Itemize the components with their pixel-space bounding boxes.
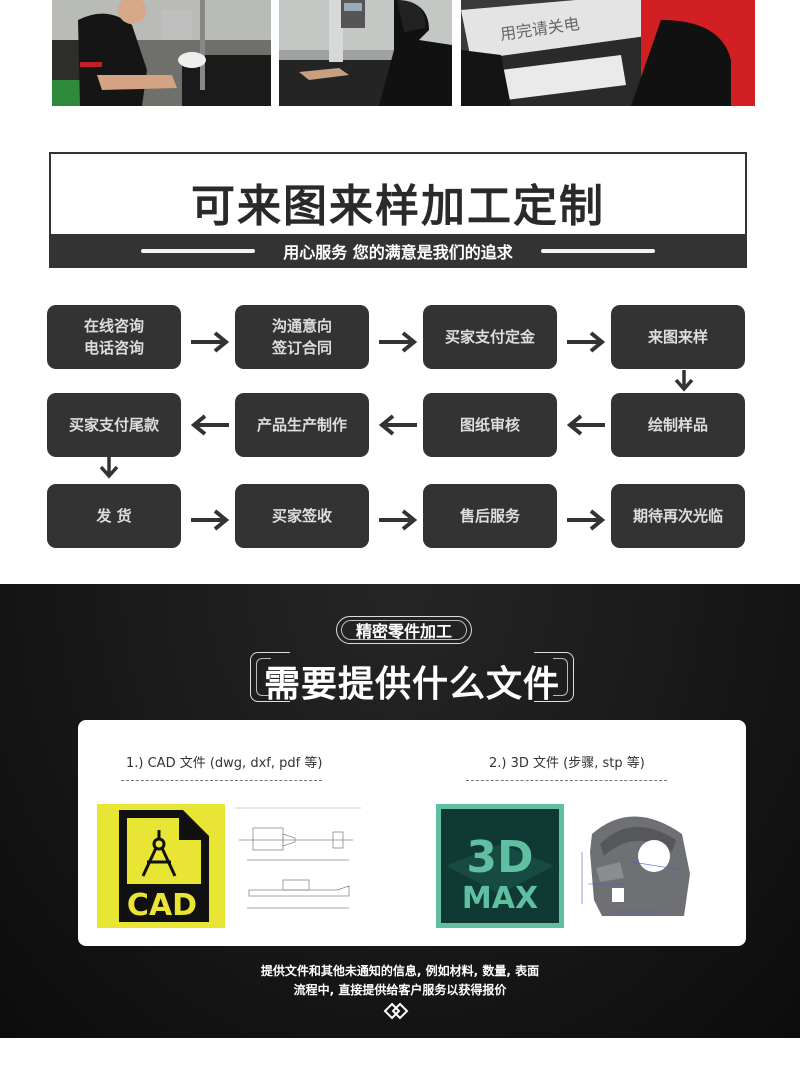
arrow-right-icon [379,331,418,353]
workshop-photo-2 [279,0,452,106]
dashed-divider [121,780,322,781]
photo-microscope-worker [52,0,271,106]
interlocking-diamonds-icon [383,1002,409,1020]
precision-parts-tag: 精密零件加工 [336,616,472,644]
arrow-right-icon [567,509,606,531]
arrow-down-icon [99,457,119,479]
cad-drawing-image [233,804,361,928]
flow-step-production: 产品生产制作 [235,393,369,457]
3d-file-label: 2.) 3D 文件 (步骤, stp 等) [489,756,645,771]
3d-max-icon-graphic: 3D MAX [436,804,564,928]
flow-step-receipt: 买家签收 [235,484,369,548]
flow-step-consult: 在线咨询 电话咨询 [47,305,181,369]
bracket-left-decoration [250,652,290,702]
flow-step-welcome-back: 期待再次光临 [611,484,745,548]
file-types-card: 1.) CAD 文件 (dwg, dxf, pdf 等) 2.) 3D 文件 (… [78,720,746,946]
flow-step-ship: 发 货 [47,484,181,548]
banner-subtitle: 用心服务 您的满意是我们的追求 [283,243,513,262]
section-title-frame: 需要提供什么文件 [250,652,574,705]
flow-step-samples: 来图来样 [611,305,745,369]
arrow-left-icon [566,414,605,436]
required-files-section: 精密零件加工 需要提供什么文件 1.) CAD 文件 (dwg, dxf, pd… [0,584,800,1038]
cad-icon-text: CAD [127,888,197,923]
flow-step-contract: 沟通意向 签订合同 [235,305,369,369]
arrow-left-icon [378,414,417,436]
bracket-right-decoration [534,652,574,702]
cad-file-label: 1.) CAD 文件 (dwg, dxf, pdf 等) [126,756,323,771]
flow-step-deposit: 买家支付定金 [423,305,557,369]
3d-max-icon: 3D MAX [436,804,564,928]
decorative-line-left [141,249,256,253]
note-line-2: 流程中, 直接提供给客户服务以获得报价 [293,983,507,997]
3d-model-render [572,804,700,928]
svg-text:MAX: MAX [462,881,538,916]
file-instructions-note: 提供文件和其他未通知的信息, 例如材料, 数量, 表面 流程中, 直接提供给客户… [0,962,800,1000]
flow-step-draw-sample: 绘制样品 [611,393,745,457]
precision-parts-tag-label: 精密零件加工 [355,622,452,641]
workshop-photo-3: 用完请关电 [461,0,755,106]
arrow-right-icon [191,509,230,531]
custom-processing-banner: 可来图来样加工定制 用心服务 您的满意是我们的追求 [49,152,747,268]
photo-measuring-machine-worker: 用完请关电 [461,0,755,106]
flow-step-review: 图纸审核 [423,393,557,457]
cad-file-icon-graphic: CAD [97,804,225,928]
arrow-right-icon [191,331,230,353]
technical-drawing-2d [233,804,361,928]
flow-step-after-sales: 售后服务 [423,484,557,548]
section-title: 需要提供什么文件 [263,664,560,705]
flow-step-final-payment: 买家支付尾款 [47,393,181,457]
dashed-divider [466,780,667,781]
arrow-right-icon [379,509,418,531]
arrow-right-icon [567,331,606,353]
banner-title: 可来图来样加工定制 [191,181,605,232]
note-line-1: 提供文件和其他未通知的信息, 例如材料, 数量, 表面 [260,964,540,978]
photo-height-gauge-worker [279,0,452,106]
arrow-down-icon [674,370,694,392]
svg-text:3D: 3D [466,832,533,883]
3d-part-render-image [572,804,700,928]
arrow-left-icon [190,414,229,436]
workshop-photo-1 [52,0,271,106]
cad-file-icon: CAD [97,804,225,928]
banner-subtitle-bar: 用心服务 您的满意是我们的追求 [49,234,747,268]
decorative-line-right [540,249,655,253]
